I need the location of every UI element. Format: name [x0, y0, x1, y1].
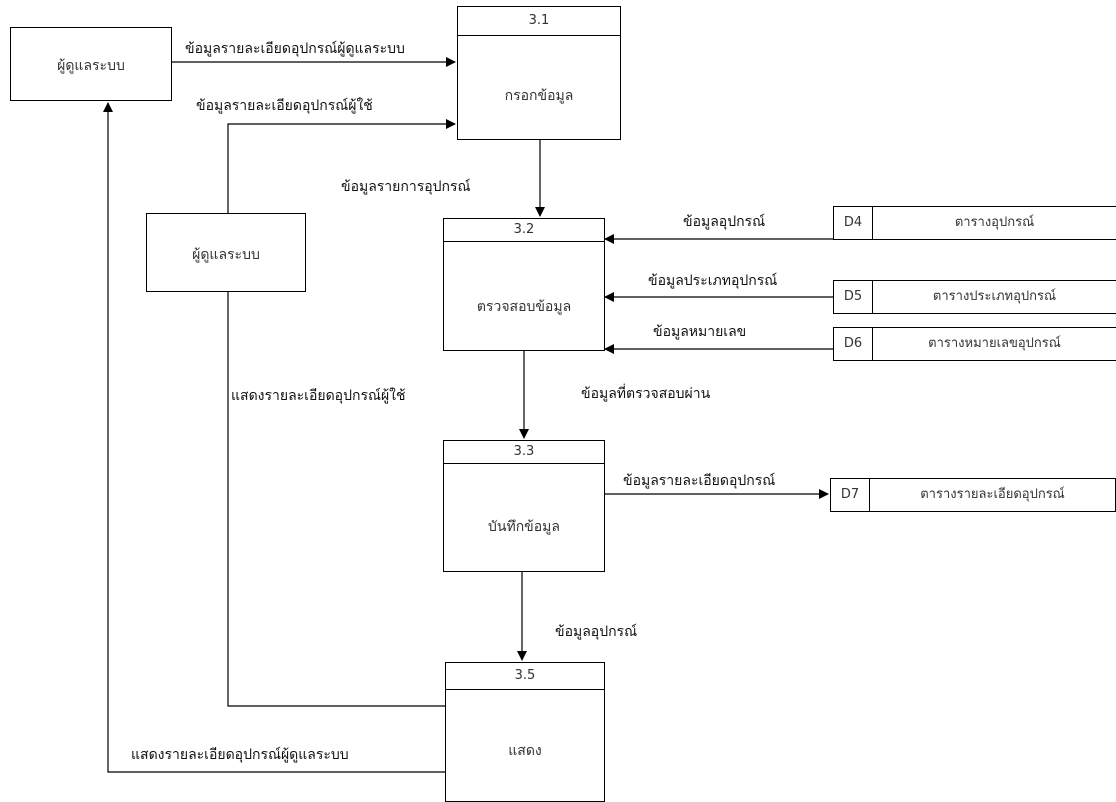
data-store-d4: D4 ตารางอุปกรณ์: [833, 206, 1116, 240]
data-store-d6-id: D6: [834, 328, 873, 360]
data-store-d6-name: ตารางหมายเลขอุปกรณ์: [928, 336, 1061, 351]
process-3-3-name: บันทึกข้อมูล: [488, 519, 560, 535]
process-3-5-number: 3.5: [446, 663, 604, 690]
entity-admin-mid: ผู้ดูแลระบบ: [146, 213, 306, 292]
data-store-d6: D6 ตารางหมายเลขอุปกรณ์: [833, 327, 1116, 361]
flow-label-3-2-to-3-3: ข้อมูลที่ตรวจสอบผ่าน: [581, 386, 711, 402]
flow-label-3-3-to-d7: ข้อมูลรายละเอียดอุปกรณ์: [623, 473, 776, 489]
process-3-1: 3.1 กรอกข้อมูล: [457, 6, 621, 140]
flow-label-user-to-3-1: ข้อมูลรายละเอียดอุปกรณ์ผู้ใช้: [196, 98, 373, 114]
process-3-3: 3.3 บันทึกข้อมูล: [443, 440, 605, 572]
flow-label-3-1-to-3-2: ข้อมูลรายการอุปกรณ์: [341, 179, 471, 195]
flow-label-d5-to-3-2: ข้อมูลประเภทอุปกรณ์: [648, 273, 778, 289]
data-store-d4-id: D4: [834, 207, 873, 239]
entity-admin-top: ผู้ดูแลระบบ: [10, 27, 172, 101]
flow-line-3-5-to-user: [223, 275, 445, 707]
entity-admin-mid-label: ผู้ดูแลระบบ: [192, 247, 260, 263]
flow-label-d6-to-3-2: ข้อมูลหมายเลข: [653, 324, 747, 340]
data-store-d5-name: ตารางประเภทอุปกรณ์: [932, 289, 1057, 304]
flow-line-3-5-to-admin: [103, 102, 445, 773]
data-store-d7: D7 ตารางรายละเอียดอุปกรณ์: [830, 478, 1116, 512]
flow-label-3-5-to-user: แสดงรายละเอียดอุปกรณ์ผู้ใช้: [231, 388, 406, 404]
process-3-2-name: ตรวจสอบข้อมูล: [476, 299, 572, 315]
flow-label-3-3-to-3-5: ข้อมูลอุปกรณ์: [555, 624, 638, 640]
flow-label-d4-to-3-2: ข้อมูลอุปกรณ์: [683, 214, 766, 230]
data-store-d5: D5 ตารางประเภทอุปกรณ์: [833, 280, 1116, 314]
flow-label-3-5-to-admin: แสดงรายละเอียดอุปกรณ์ผู้ดูแลระบบ: [131, 747, 349, 763]
entity-admin-top-label: ผู้ดูแลระบบ: [57, 58, 125, 74]
process-3-1-name: กรอกข้อมูล: [504, 88, 574, 104]
process-3-5-name: แสดง: [508, 743, 542, 759]
process-3-1-number: 3.1: [458, 7, 620, 36]
data-store-d5-id: D5: [834, 281, 873, 313]
process-3-2-number: 3.2: [444, 219, 604, 242]
process-3-3-number: 3.3: [444, 441, 604, 464]
data-store-d4-name: ตารางอุปกรณ์: [954, 215, 1035, 230]
process-3-5: 3.5 แสดง: [445, 662, 605, 802]
data-store-d7-id: D7: [831, 479, 870, 511]
process-3-2: 3.2 ตรวจสอบข้อมูล: [443, 218, 605, 351]
flow-label-admin-to-3-1: ข้อมูลรายละเอียดอุปกรณ์ผู้ดูแลระบบ: [185, 41, 405, 57]
flow-line-user-to-3-1: [227, 119, 456, 213]
data-store-d7-name: ตารางรายละเอียดอุปกรณ์: [920, 487, 1065, 502]
